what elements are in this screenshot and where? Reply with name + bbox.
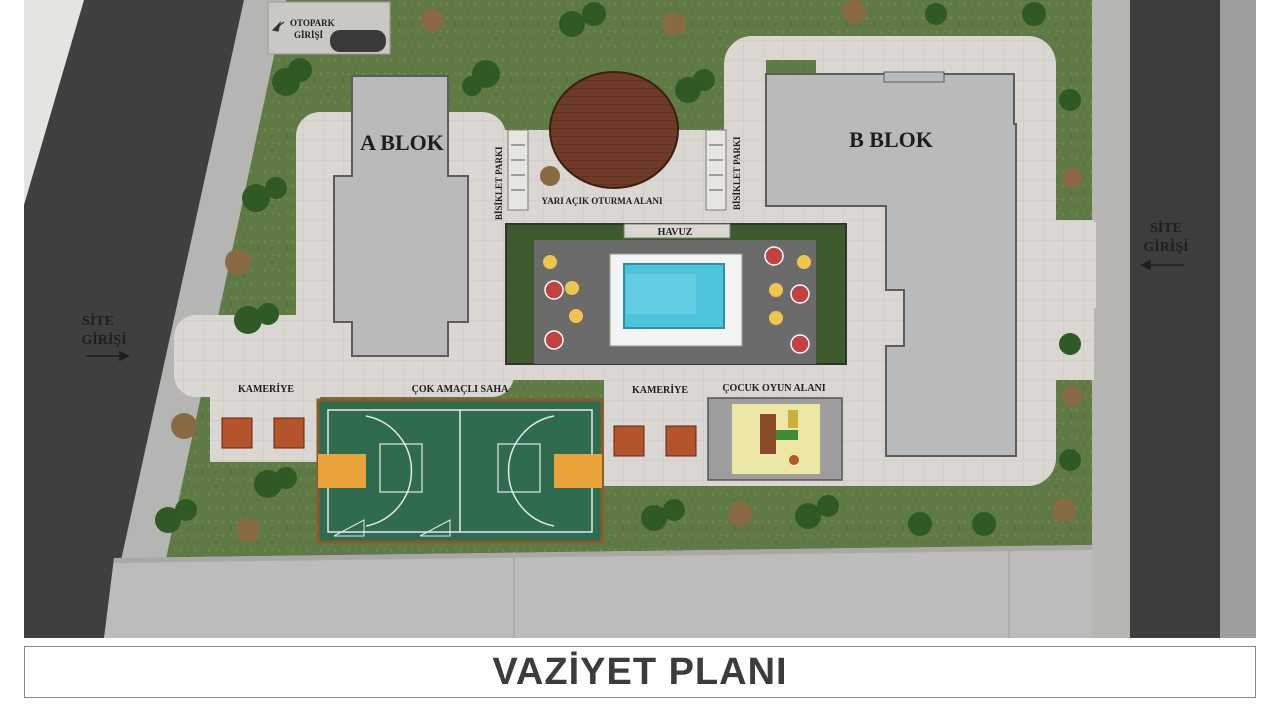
caption-box: VAZİYET PLANI bbox=[24, 646, 1256, 698]
pergola-left-label: KAMERİYE bbox=[238, 383, 294, 395]
court-label: ÇOK AMAÇLI SAHA bbox=[412, 384, 509, 395]
multi-purpose-court bbox=[316, 398, 604, 544]
site-entrance-left-label: GİRİŞİ bbox=[81, 331, 126, 348]
trees bbox=[155, 2, 1081, 536]
road-left-asphalt bbox=[24, 0, 244, 638]
b-blok-building bbox=[765, 71, 1017, 457]
road-bottom bbox=[104, 545, 1092, 638]
bike-parking-left bbox=[507, 129, 529, 211]
entry-arrow-left-icon bbox=[86, 350, 130, 362]
pool-area bbox=[505, 223, 847, 365]
seating-area-label: YARI AÇIK OTURMA ALANI bbox=[542, 196, 663, 206]
plan-title: VAZİYET PLANI bbox=[492, 650, 788, 693]
site-entrance-left-label: SİTE bbox=[82, 312, 114, 329]
road-right-edge bbox=[1220, 0, 1256, 638]
palm-plants bbox=[171, 0, 1082, 542]
site-entrance-right-label: GİRİŞİ bbox=[1143, 238, 1188, 255]
road-right-sidewalk bbox=[1092, 0, 1130, 638]
otopark-arrow-icon bbox=[271, 21, 285, 32]
site-entrance-right-label: SİTE bbox=[1150, 219, 1182, 236]
entry-arrow-right-icon bbox=[1140, 259, 1184, 271]
playground-label: ÇOCUK OYUN ALANI bbox=[722, 383, 825, 394]
bike-parking-left-label: BİSİKLET PARKI bbox=[494, 146, 504, 220]
bike-parking-right bbox=[705, 129, 727, 211]
pergola bbox=[221, 417, 253, 449]
pergola bbox=[273, 417, 305, 449]
seating-deck bbox=[549, 71, 679, 189]
otopark-label: GİRİŞİ bbox=[294, 30, 324, 40]
otopark-label: OTOPARK bbox=[290, 18, 335, 28]
pergola-right-label: KAMERİYE bbox=[632, 384, 688, 396]
a-blok-label: A BLOK bbox=[360, 130, 444, 155]
bike-parking-right-label: BİSİKLET PARKI bbox=[732, 136, 742, 210]
playground bbox=[707, 397, 843, 481]
road-right-asphalt bbox=[1130, 0, 1220, 638]
pool-label: HAVUZ bbox=[658, 227, 693, 238]
pergola bbox=[665, 425, 697, 457]
pergola bbox=[613, 425, 645, 457]
a-blok-building bbox=[333, 75, 469, 357]
b-blok-label: B BLOK bbox=[849, 127, 933, 152]
site-plan-map: A BLOK B BLOK OTOPARK GİRİŞİ SİTE GİRİŞİ… bbox=[24, 0, 1256, 638]
